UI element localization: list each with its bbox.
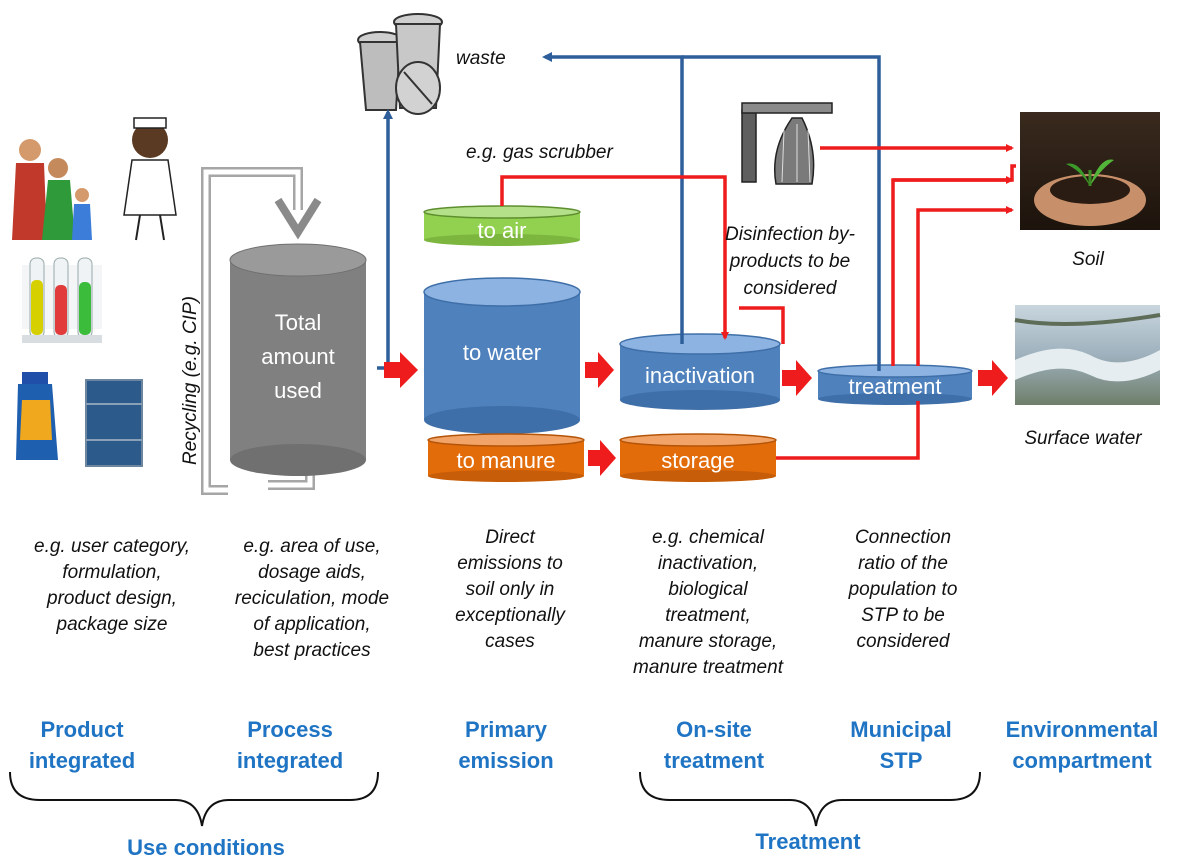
to-manure-tank	[427, 433, 585, 482]
heading-environmental-1: Environmental	[1006, 717, 1159, 742]
onsite-note-3: biological	[668, 579, 748, 600]
product-note-2: formulation,	[62, 562, 161, 583]
total-amount-label-1: Total	[275, 310, 321, 335]
inactivation-tank	[619, 333, 781, 410]
group-treatment: Treatment	[755, 829, 861, 854]
to-manure-label: to manure	[456, 448, 555, 473]
heading-product-2: integrated	[29, 748, 135, 773]
heading-primary-1: Primary	[465, 717, 548, 742]
heading-onsite-1: On-site	[676, 717, 752, 742]
municipal-note-5: considered	[857, 631, 951, 652]
onsite-notes: e.g. chemical inactivation, biological t…	[633, 527, 784, 678]
arrow-water-to-inactivation	[585, 352, 614, 388]
to-air-label: to air	[478, 218, 527, 243]
primary-note-5: cases	[485, 631, 535, 652]
onsite-note-2: inactivation,	[658, 553, 758, 574]
total-amount-label-3: used	[274, 378, 322, 403]
barrel-icon	[85, 379, 143, 467]
disinfection-label-3: considered	[744, 278, 838, 299]
storage-to-treatment-flow	[776, 401, 920, 460]
heading-primary-2: emission	[458, 748, 553, 773]
product-note-1: e.g. user category,	[34, 536, 190, 557]
test-tubes-icon	[22, 257, 102, 343]
storage-tank	[619, 433, 777, 482]
recycling-loop	[201, 167, 315, 495]
air-scrubber-flow	[500, 175, 729, 340]
primary-notes: Direct emissions to soil only in excepti…	[455, 527, 566, 652]
inactivation-to-dbp-flow	[739, 306, 785, 344]
municipal-note-1: Connection	[855, 527, 951, 548]
process-note-3: reciculation, mode	[235, 588, 389, 609]
heading-product-1: Product	[40, 717, 124, 742]
arrow-inactivation-to-treatment	[782, 360, 812, 396]
treatment-to-waste-flow	[682, 55, 881, 371]
disinfection-label-1: Disinfection by-	[725, 224, 855, 245]
total-to-waste-flow	[377, 109, 393, 370]
process-note-1: e.g. area of use,	[243, 536, 380, 557]
primary-note-4: exceptionally	[455, 605, 566, 626]
treatment-brace	[639, 771, 981, 827]
municipal-note-4: STP to be	[861, 605, 945, 626]
spray-bottle-icon	[16, 372, 58, 460]
family-icon	[0, 115, 95, 245]
process-note-2: dosage aids,	[258, 562, 366, 583]
municipal-notes: Connection ratio of the population to ST…	[848, 527, 958, 652]
to-water-tank	[423, 277, 581, 434]
gas-scrubber-label: e.g. gas scrubber	[466, 142, 613, 163]
to-water-label: to water	[463, 340, 541, 365]
heading-municipal-1: Municipal	[850, 717, 951, 742]
process-notes: e.g. area of use, dosage aids, reciculat…	[235, 536, 389, 661]
municipal-note-3: population to	[848, 579, 958, 600]
recycling-arrowhead	[274, 197, 322, 240]
primary-note-3: soil only in	[466, 579, 555, 600]
process-note-4: of application,	[253, 614, 370, 635]
primary-note-2: emissions to	[457, 553, 563, 574]
treatment-tank	[817, 364, 973, 405]
block-arrows	[384, 352, 1008, 476]
total-amount-label-2: amount	[261, 344, 334, 369]
soil-plant-icon	[1020, 112, 1160, 230]
surface-water-icon	[1014, 305, 1161, 405]
heading-onsite-2: treatment	[664, 748, 765, 773]
arrow-total-to-water	[384, 352, 418, 388]
product-note-3: product design,	[46, 588, 177, 609]
primary-note-1: Direct	[485, 527, 535, 548]
trash-can-icon	[357, 13, 443, 115]
onsite-note-6: manure treatment	[633, 657, 784, 678]
emission-flows	[500, 144, 1016, 460]
total-amount-tank	[229, 243, 367, 476]
soil-label: Soil	[1072, 249, 1104, 270]
onsite-note-1: e.g. chemical	[652, 527, 765, 548]
onsite-note-4: treatment,	[665, 605, 751, 626]
heading-environmental-2: compartment	[1012, 748, 1152, 773]
storage-label: storage	[661, 448, 734, 473]
use-conditions-brace	[9, 771, 379, 827]
process-note-5: best practices	[253, 640, 371, 661]
onsite-note-5: manure storage,	[639, 631, 777, 652]
surface-water-label: Surface water	[1024, 428, 1142, 449]
product-notes: e.g. user category, formulation, product…	[34, 536, 190, 635]
arrow-treatment-to-water	[978, 360, 1008, 396]
recycling-label: Recycling (e.g. CIP)	[180, 296, 201, 465]
municipal-note-2: ratio of the	[858, 553, 948, 574]
treatment-to-soil-flow-1	[891, 164, 1016, 366]
group-use-conditions: Use conditions	[127, 835, 285, 858]
arrow-manure-to-storage	[588, 440, 616, 476]
product-note-4: package size	[56, 614, 168, 635]
treatment-to-soil-flow-2	[916, 206, 1014, 366]
heading-process-1: Process	[247, 717, 333, 742]
inactivation-label: inactivation	[645, 363, 755, 388]
heading-municipal-2: STP	[880, 748, 923, 773]
waste-label: waste	[456, 48, 506, 69]
to-air-tank	[423, 205, 581, 246]
disinfection-label-2: products to be	[729, 251, 850, 272]
heading-process-2: integrated	[237, 748, 343, 773]
disinfection-device-icon	[741, 102, 833, 185]
nurse-icon	[123, 117, 177, 241]
treatment-label: treatment	[849, 374, 942, 399]
